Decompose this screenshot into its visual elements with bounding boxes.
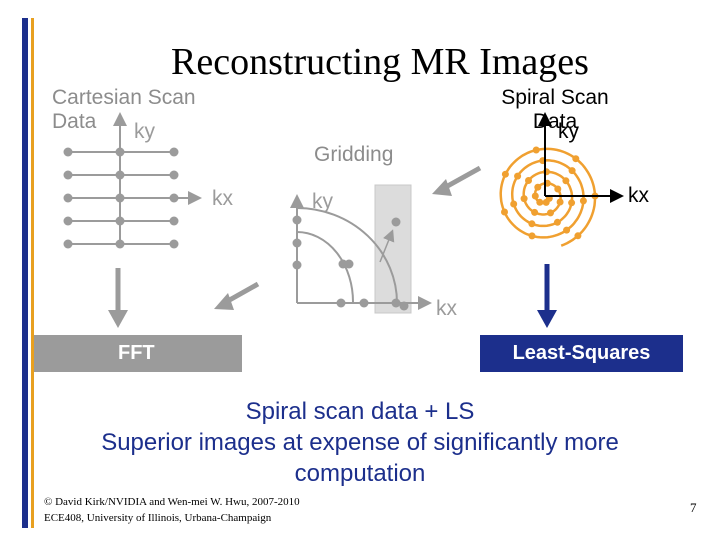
spiral-sample-point <box>532 146 540 154</box>
page-number: 7 <box>690 500 697 515</box>
spiral-sample-point <box>562 177 570 185</box>
cartesian-sample-point <box>169 216 179 226</box>
gridding-sample-point <box>391 298 401 308</box>
cartesian-sample-point <box>63 147 73 157</box>
cartesian-ky-arrowhead <box>113 112 127 126</box>
spiral-sample-point <box>554 185 562 193</box>
spiral-ky-label: ky <box>558 120 580 143</box>
gridding-sample-point <box>292 238 302 248</box>
gridding-inner-arc <box>296 231 355 304</box>
gridding-highlight-box <box>374 184 412 314</box>
gridding-to-fft-arrow-head <box>214 293 234 310</box>
spiral-sample-point <box>568 167 576 175</box>
spiral-sample-point <box>528 232 536 240</box>
cartesian-sample-point <box>115 170 125 180</box>
gridding-ky-label: ky <box>312 190 334 213</box>
cartesian-kx-label: kx <box>212 187 234 210</box>
gridding-sample-point <box>336 298 346 308</box>
cartesian-sample-point <box>169 239 179 249</box>
spiral-sample-point <box>568 199 576 207</box>
gridding-kx-arrowhead <box>418 296 432 310</box>
gridding-kx-label: kx <box>436 297 458 320</box>
spiral-curve <box>499 147 597 247</box>
gridding-sample-point <box>399 301 409 311</box>
spiral-sample-point <box>542 198 550 206</box>
spiral-sample-point <box>547 209 554 217</box>
gridding-sample-points <box>292 215 409 311</box>
spiral-trajectory <box>499 146 599 247</box>
spiral-sample-point <box>520 195 528 203</box>
cartesian-sample-point <box>169 147 179 157</box>
spiral-sample-point <box>574 232 582 240</box>
spiral-sample-point <box>514 172 522 180</box>
footer-line-1: © David Kirk/NVIDIA and Wen-mei W. Hwu, … <box>44 496 300 508</box>
spiral-sample-point <box>501 170 509 178</box>
gridding-sample-point <box>344 259 354 269</box>
gridding-interp-arrow <box>379 229 395 263</box>
fft-down-arrow-head <box>108 310 128 328</box>
spiral-sample-point <box>563 226 571 234</box>
conclusion-line-3: computation <box>294 460 426 487</box>
spiral-sample-point <box>536 198 544 206</box>
conclusion-text: Spiral scan data + LS Superior images at… <box>40 396 680 489</box>
cartesian-sample-point <box>115 147 125 157</box>
cartesian-sample-point <box>169 193 179 203</box>
spiral-sample-point <box>510 200 518 208</box>
spiral-sample-point <box>553 218 561 226</box>
gridding-sample-point <box>391 217 401 227</box>
spiral-sample-point <box>531 192 539 200</box>
gridding-to-fft-arrow-shaft <box>224 281 260 305</box>
spiral-sample-point <box>579 197 587 205</box>
spiral-kx-arrowhead <box>610 189 624 203</box>
spiral-sample-point <box>572 155 580 163</box>
least-squares-box: Least-Squares <box>480 335 683 372</box>
gridding-ky-arrowhead <box>290 194 304 208</box>
spiral-sample-point <box>556 198 564 206</box>
spiral-sample-point <box>525 177 532 184</box>
spiral-kx-label: kx <box>628 184 650 207</box>
cartesian-sample-point <box>115 193 125 203</box>
left-accent-bar-gold <box>31 18 34 528</box>
left-accent-bar-blue <box>22 18 28 528</box>
cartesian-sample-point <box>115 216 125 226</box>
cartesian-heading: Cartesian Scan Data <box>52 86 196 133</box>
cartesian-sample-point <box>63 216 73 226</box>
conclusion-line-1: Spiral scan data + LS <box>245 398 475 425</box>
gridding-sample-point <box>292 260 302 270</box>
cartesian-grid <box>63 112 202 249</box>
gridding-heading: Gridding <box>314 143 394 166</box>
spiral-sample-point <box>528 220 536 228</box>
conclusion-line-2: Superior images at expense of significan… <box>101 429 619 456</box>
cartesian-sample-point <box>63 239 73 249</box>
cartesian-sample-point <box>169 170 179 180</box>
cartesian-sample-point <box>63 193 73 203</box>
spiral-sample-point <box>531 208 539 216</box>
cartesian-sample-point <box>63 170 73 180</box>
spiral-sample-point <box>501 208 508 216</box>
spiral-sample-point <box>534 183 542 191</box>
fft-box: FFT <box>34 335 242 372</box>
cartesian-kx-arrowhead <box>188 191 202 205</box>
ls-down-arrow-head <box>537 310 557 328</box>
gridding-sample-point <box>292 215 302 225</box>
cartesian-ky-label: ky <box>134 120 156 143</box>
slide-title: Reconstructing MR Images <box>171 41 589 83</box>
footer-credits: © David Kirk/NVIDIA and Wen-mei W. Hwu, … <box>44 494 300 526</box>
spiral-ky-arrowhead <box>538 112 552 126</box>
spiral-to-gridding-arrow-shaft <box>442 165 482 191</box>
spiral-to-gridding-arrow-head <box>432 179 452 196</box>
gridding-sample-point <box>359 298 369 308</box>
gridding-outer-arc <box>296 207 398 304</box>
cartesian-sample-point <box>115 239 125 249</box>
footer-line-2: ECE408, University of Illinois, Urbana-C… <box>44 512 272 524</box>
